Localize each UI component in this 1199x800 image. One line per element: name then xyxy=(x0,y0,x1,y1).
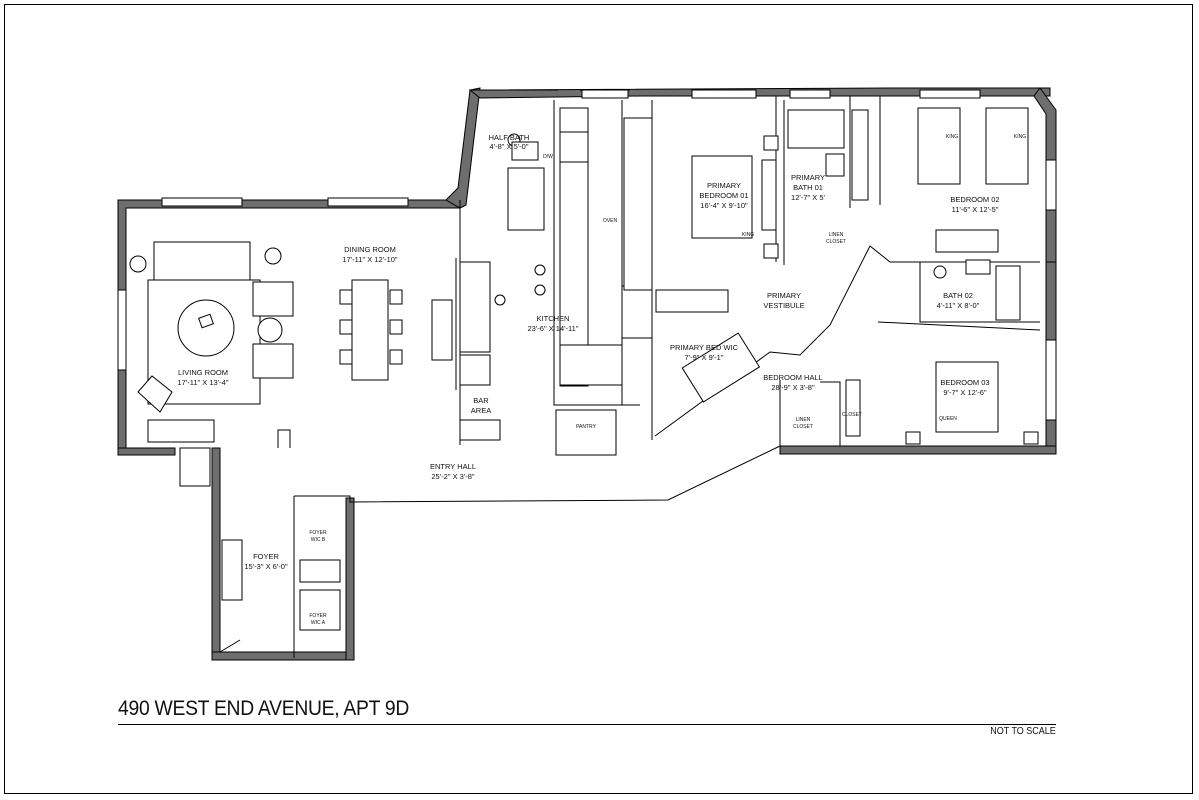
closet-name: CLOSET xyxy=(842,412,862,418)
floor-plan: HALF BATH 4'-8" X 5'-0" PRIMARY BEDROOM … xyxy=(117,87,1057,661)
primary-vestibule-name-1: PRIMARY xyxy=(767,291,801,300)
primary-bath-name-1: PRIMARY xyxy=(791,173,825,182)
dining-room-dims: 17'-11" X 12'-10" xyxy=(342,255,398,264)
drawing-frame xyxy=(4,4,1193,794)
bedroom-hall-name: BEDROOM HALL xyxy=(763,373,823,382)
room-labels: HALF BATH 4'-8" X 5'-0" PRIMARY BEDROOM … xyxy=(178,133,1000,626)
linen-closet-2-name-1: LINEN xyxy=(796,417,811,423)
bed-label-2: KING xyxy=(1014,134,1026,140)
entry-hall-name: ENTRY HALL xyxy=(430,462,476,471)
bed-03-label: QUEEN xyxy=(939,416,957,422)
plan-title: 490 WEST END AVENUE, APT 9D xyxy=(118,697,410,720)
half-bath-dims: 4'-8" X 5'-0" xyxy=(489,142,528,151)
primary-bed-wic-name: PRIMARY BED WIC xyxy=(670,343,739,352)
primary-bedroom-name-1: PRIMARY xyxy=(707,181,741,190)
primary-bath-dims: 12'-7" X 5' xyxy=(791,193,825,202)
pantry-name: PANTRY xyxy=(576,424,596,430)
bar-area-name-1: BAR xyxy=(473,396,489,405)
bath-02-dims: 4'-11" X 8'-0" xyxy=(937,301,980,310)
foyer-dims: 15'-3" X 6'-0" xyxy=(244,562,288,571)
primary-vestibule-name-2: VESTIBULE xyxy=(763,301,804,310)
primary-bedroom-dims: 16'-4" X 9'-10" xyxy=(700,201,748,210)
fixture-labels: KING KING QUEEN KING OVEN D/W xyxy=(543,134,1026,422)
kitchen-name: KITCHEN xyxy=(537,314,570,323)
scale-note: NOT TO SCALE xyxy=(990,726,1056,737)
dining-room-name: DINING ROOM xyxy=(344,245,396,254)
primary-bedroom-name-2: BEDROOM 01 xyxy=(699,191,748,200)
bedroom-02-name: BEDROOM 02 xyxy=(950,195,999,204)
bed-label-1: KING xyxy=(946,134,958,140)
dishwasher-label: D/W xyxy=(543,154,553,160)
bedroom-furniture xyxy=(511,107,1039,445)
windows xyxy=(117,89,1057,421)
primary-bed-wic-dims: 7'-9" X 9'-1" xyxy=(684,353,723,362)
bedroom-03-dims: 9'-7" X 12'-6" xyxy=(943,388,987,397)
bedroom-02-dims: 11'-6" X 12'-5" xyxy=(952,205,999,214)
foyer-wic-b-name-1: FOYER xyxy=(309,530,327,536)
foyer-wic-a-name-2: WIC A xyxy=(311,620,326,626)
half-bath-name: HALF BATH xyxy=(489,133,530,142)
entry-hall-dims: 25'-2" X 3'-8" xyxy=(431,472,475,481)
oven-label: OVEN xyxy=(603,218,618,224)
living-room-name: LIVING ROOM xyxy=(178,368,228,377)
primary-bed-label: KING xyxy=(742,232,754,238)
living-room-dims: 17'-11" X 13'-4" xyxy=(178,378,229,387)
linen-closet-1-name-2: CLOSET xyxy=(826,239,846,245)
kitchen-furniture xyxy=(459,107,653,441)
living-room-furniture xyxy=(129,241,294,448)
interior-walls xyxy=(179,89,1041,658)
kitchen-dims: 23'-6" X 14'-11" xyxy=(528,324,579,333)
primary-bath-name-2: BATH 01 xyxy=(793,183,823,192)
title-rule xyxy=(118,724,1056,725)
bath-02-name: BATH 02 xyxy=(943,291,973,300)
linen-closet-1-name-1: LINEN xyxy=(829,232,844,238)
bar-area-name-2: AREA xyxy=(471,406,491,415)
dining-furniture xyxy=(339,279,453,381)
foyer-wic-b-name-2: WIC B xyxy=(311,537,326,543)
foyer-name: FOYER xyxy=(253,552,279,561)
linen-closet-2-name-2: CLOSET xyxy=(793,424,813,430)
foyer-furniture xyxy=(219,539,341,653)
bedroom-hall-dims: 28'-9" X 3'-8" xyxy=(771,383,815,392)
bedroom-03-name: BEDROOM 03 xyxy=(940,378,989,387)
foyer-wic-a-name-1: FOYER xyxy=(309,613,327,619)
